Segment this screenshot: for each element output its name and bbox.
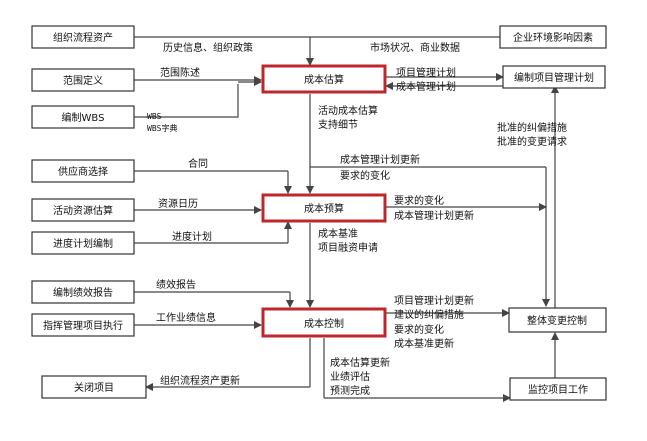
label-budget-req-change: 要求的变化 [394,194,444,207]
process-box-close-project: 关闭项目 [41,375,147,399]
label-wbs-dict: WBS字典 [147,123,177,133]
label-perf-measure: 业绩评估 [330,370,370,383]
label-work-perf-info: 工作业绩信息 [156,311,216,324]
label-cost-baseline: 成本基准 [318,227,358,240]
label-contract: 合同 [188,157,208,170]
label-cost-baseline-update: 成本基准更新 [394,337,454,350]
label-perf-report: 绩效报告 [156,278,196,291]
process-box-create-wbs: 编制WBS [31,105,135,129]
svg-text:编制绩效报告: 编制绩效报告 [53,286,113,299]
label-market-business: 市场状况、商业数据 [370,41,460,54]
svg-text:成本控制: 成本控制 [304,317,344,330]
label-control-req-change: 要求的变化 [394,323,444,336]
process-box-activity-resource: 活动资源估算 [31,198,135,222]
label-scope-statement: 范围陈述 [160,66,200,79]
label-support-detail: 支持细节 [318,118,358,131]
core-box-cost-budget: 成本预算 [261,193,387,223]
svg-text:组织流程资产: 组织流程资产 [53,31,113,44]
process-box-direct-manage: 指挥管理项目执行 [31,313,135,337]
svg-text:供应商选择: 供应商选择 [58,165,108,178]
process-box-scope-def: 范围定义 [31,68,135,92]
label-pm-plan: 项目管理计划 [396,66,456,79]
svg-text:进度计划编制: 进度计划编制 [53,237,113,250]
label-requested-change: 要求的变化 [340,169,390,182]
process-box-monitor-work: 监控项目工作 [509,377,607,401]
svg-text:监控项目工作: 监控项目工作 [528,383,588,396]
label-forecast-complete: 预测完成 [330,384,370,397]
process-box-org-assets: 组织流程资产 [31,25,135,49]
label-cost-estimate-update: 成本估算更新 [330,356,390,369]
label-wbs: WBS [147,112,162,121]
label-schedule-plan: 进度计划 [172,230,212,243]
label-resource-calendar: 资源日历 [158,197,198,210]
svg-text:范围定义: 范围定义 [63,74,103,87]
svg-text:成本估算: 成本估算 [304,73,344,86]
label-approved-change-req: 批准的变更请求 [497,135,567,148]
process-box-schedule-dev: 进度计划编制 [31,231,135,255]
label-org-assets-update: 组织流程资产更新 [160,374,240,387]
svg-text:成本预算: 成本预算 [304,202,344,215]
connectors [134,36,559,402]
svg-text:编制WBS: 编制WBS [62,111,105,124]
svg-text:整体变更控制: 整体变更控制 [527,314,587,327]
process-box-develop-pm-plan: 编制项目管理计划 [502,65,606,89]
svg-text:编制项目管理计划: 编制项目管理计划 [514,71,594,84]
label-pm-plan-update: 项目管理计划更新 [394,294,474,307]
process-box-enterprise-env: 企业环境影响因素 [499,25,607,49]
svg-text:企业环境影响因素: 企业环境影响因素 [513,31,593,44]
process-box-perf-report: 编制绩效报告 [31,280,135,304]
core-box-cost-estimate: 成本估算 [261,64,387,94]
label-cost-mgmt-plan: 成本管理计划 [396,80,456,93]
label-cost-plan-update: 成本管理计划更新 [340,153,420,166]
label-activity-cost-est: 活动成本估算 [318,104,378,117]
svg-text:活动资源估算: 活动资源估算 [53,204,113,217]
label-approved-corrective: 批准的纠偏措施 [497,121,567,134]
edge-labels: 历史信息、组织政策 市场状况、商业数据 范围陈述 WBS WBS字典 项目管理计… [147,41,567,397]
svg-text:指挥管理项目执行: 指挥管理项目执行 [43,319,123,332]
label-project-funding: 项目融资申请 [318,241,378,254]
label-recommended-corrective: 建议的纠偏措施 [394,308,464,321]
label-budget-cost-plan-update: 成本管理计划更新 [394,209,474,222]
process-box-vendor-select: 供应商选择 [31,159,135,183]
core-box-cost-control: 成本控制 [261,307,387,338]
process-box-integrated-change: 整体变更控制 [508,307,607,333]
label-history-policy: 历史信息、组织政策 [163,41,253,54]
svg-text:关闭项目: 关闭项目 [74,381,114,394]
